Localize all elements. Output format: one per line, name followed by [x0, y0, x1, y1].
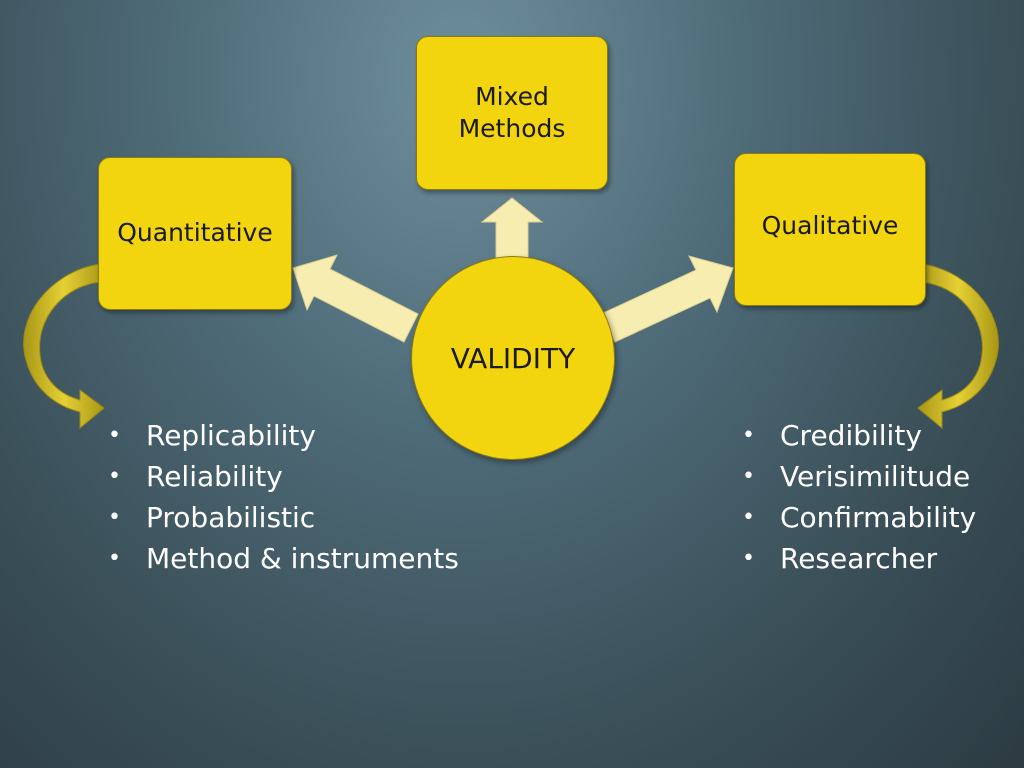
- arrow-to-quantitative: [292, 254, 419, 343]
- node-quantitative: Quantitative: [98, 157, 292, 310]
- list-item: Replicability: [106, 415, 459, 456]
- node-quantitative-label: Quantitative: [117, 218, 273, 248]
- list-item: Researcher: [740, 538, 976, 579]
- node-mixed-methods: Mixed Methods: [416, 36, 608, 190]
- list-item: Confirmability: [740, 497, 976, 538]
- list-item: Verisimilitude: [740, 456, 976, 497]
- node-mixed-methods-label: Mixed Methods: [458, 81, 566, 144]
- list-item: Credibility: [740, 415, 976, 456]
- list-item: Probabilistic: [106, 497, 459, 538]
- list-item: Method & instruments: [106, 538, 459, 579]
- curved-arrow-qualitative: [917, 263, 999, 430]
- node-qualitative-label: Qualitative: [761, 211, 899, 240]
- node-validity: VALIDITY: [411, 256, 615, 460]
- list-qualitative: Credibility Verisimilitude Confirmabilit…: [740, 415, 976, 579]
- list-item: Reliability: [106, 456, 459, 497]
- curved-arrow-quantitative: [23, 263, 105, 430]
- list-quantitative: Replicability Reliability Probabilistic …: [106, 415, 459, 579]
- node-validity-label: VALIDITY: [450, 341, 576, 375]
- arrow-to-qualitative: [600, 255, 734, 343]
- node-qualitative: Qualitative: [734, 153, 926, 306]
